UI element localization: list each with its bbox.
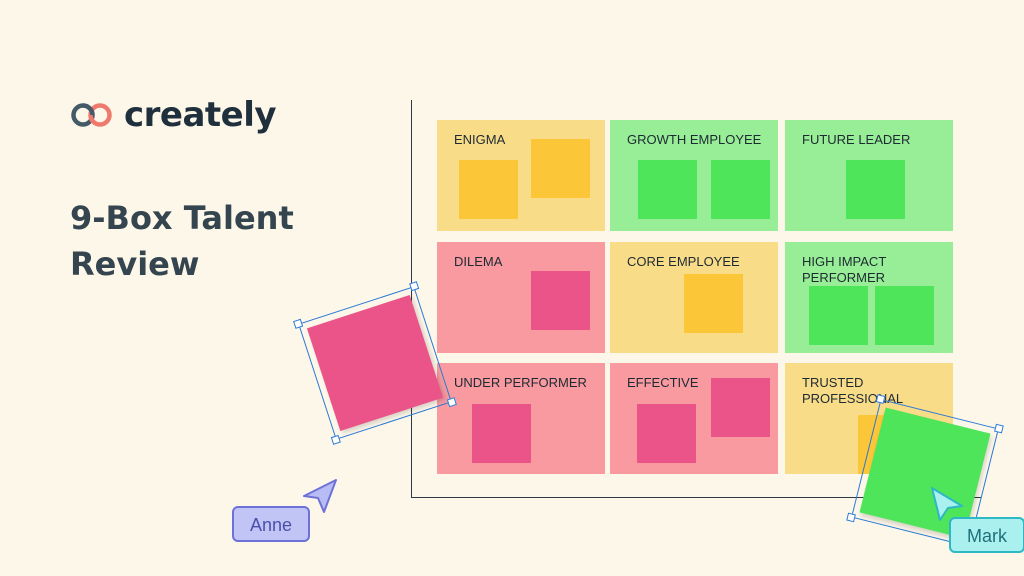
sticky-note[interactable] <box>711 378 770 437</box>
sticky-note[interactable] <box>875 286 934 345</box>
resize-handle[interactable] <box>330 434 341 445</box>
sticky-note[interactable] <box>638 160 697 219</box>
resize-handle[interactable] <box>293 318 304 329</box>
sticky-note[interactable] <box>711 160 770 219</box>
sticky-note[interactable] <box>531 271 590 330</box>
sticky-note[interactable] <box>306 294 444 432</box>
cell-label: CORE EMPLOYEE <box>627 254 740 269</box>
brand-name: creately <box>124 95 277 135</box>
sticky-note[interactable] <box>637 404 696 463</box>
sticky-note[interactable] <box>846 160 905 219</box>
sticky-note[interactable] <box>684 274 743 333</box>
cell-high-impact-performer[interactable]: HIGH IMPACT PERFORMER <box>785 242 953 353</box>
cell-label: ENIGMA <box>454 132 506 147</box>
cell-core-employee[interactable]: CORE EMPLOYEE <box>610 242 778 353</box>
collaborator-cursor-icon <box>303 479 337 513</box>
cell-label: GROWTH EMPLOYEE <box>627 132 762 147</box>
resize-handle[interactable] <box>875 394 886 404</box>
cell-label: FUTURE LEADER <box>802 132 911 147</box>
page-title: 9-Box Talent Review <box>70 199 294 283</box>
cell-enigma[interactable]: ENIGMA <box>437 120 605 231</box>
cell-future-leader[interactable]: FUTURE LEADER <box>785 120 953 231</box>
cell-dilema[interactable]: DILEMA <box>437 242 605 353</box>
cell-label: HIGH IMPACT PERFORMER <box>802 254 887 285</box>
cell-growth-employee[interactable]: GROWTH EMPLOYEE <box>610 120 778 231</box>
collaborator-tag-mark: Mark <box>949 517 1024 553</box>
cell-label: EFFECTIVE <box>627 375 699 390</box>
sticky-note[interactable] <box>472 404 531 463</box>
grid-axes <box>411 100 981 498</box>
resize-handle[interactable] <box>994 423 1004 434</box>
collaborator-cursor-icon <box>931 487 963 521</box>
sticky-note[interactable] <box>459 160 518 219</box>
cell-label: UNDER PERFORMER <box>454 375 587 390</box>
collaborator-tag-anne: Anne <box>232 506 311 542</box>
resize-handle[interactable] <box>846 512 856 523</box>
creately-logo-icon <box>71 103 112 127</box>
sticky-note[interactable] <box>809 286 868 345</box>
sticky-note[interactable] <box>531 139 590 198</box>
cell-label: DILEMA <box>454 254 503 269</box>
cell-under-performer[interactable]: UNDER PERFORMER <box>437 363 605 474</box>
creately-logo[interactable]: creately <box>70 95 277 135</box>
cell-effective[interactable]: EFFECTIVE <box>610 363 778 474</box>
